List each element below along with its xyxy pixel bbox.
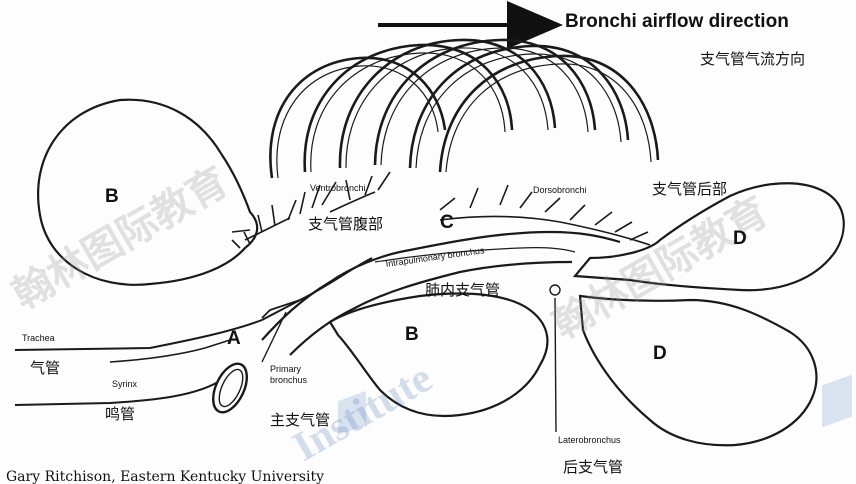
- dorsobronchi-label-cn: 支气管后部: [652, 178, 727, 199]
- parabronchi-arches: [270, 40, 658, 178]
- ventrobronchi-label: Ventrobronchi: [310, 183, 366, 193]
- syrinx-label: Syrinx: [112, 379, 137, 389]
- syrinx-ring: [206, 359, 253, 418]
- dorsobronchi-label: Dorsobronchi: [533, 185, 587, 195]
- region-c: C: [440, 212, 454, 234]
- trachea-label-cn: 气管: [30, 357, 60, 378]
- primary-bronchus-label-cn: 主支气管: [270, 409, 330, 430]
- region-b-center: B: [405, 324, 419, 346]
- region-b-left: B: [105, 186, 119, 208]
- region-d-bottom: D: [653, 343, 667, 365]
- syrinx-label-cn: 鸣管: [105, 403, 135, 424]
- laterobronchus-label-cn: 后支气管: [563, 456, 623, 477]
- primary-bronchus-label-line1: Primary: [270, 364, 301, 374]
- credit-line: Gary Ritchison, Eastern Kentucky Univers…: [6, 469, 324, 484]
- laterobronchus-label: Laterobronchus: [558, 435, 621, 445]
- ventrobronchi-label-cn: 支气管腹部: [308, 213, 383, 234]
- region-a: A: [227, 328, 241, 350]
- airflow-direction-label: Bronchi airflow direction: [565, 11, 789, 33]
- trachea-label: Trachea: [22, 333, 55, 343]
- airflow-direction-label-cn: 支气管气流方向: [700, 48, 805, 69]
- region-d-top: D: [733, 228, 747, 250]
- intrapulmonary-label-cn: 肺内支气管: [425, 279, 500, 300]
- bronchi-branches: [232, 172, 650, 248]
- primary-bronchus-label-line2: bronchus: [270, 375, 307, 385]
